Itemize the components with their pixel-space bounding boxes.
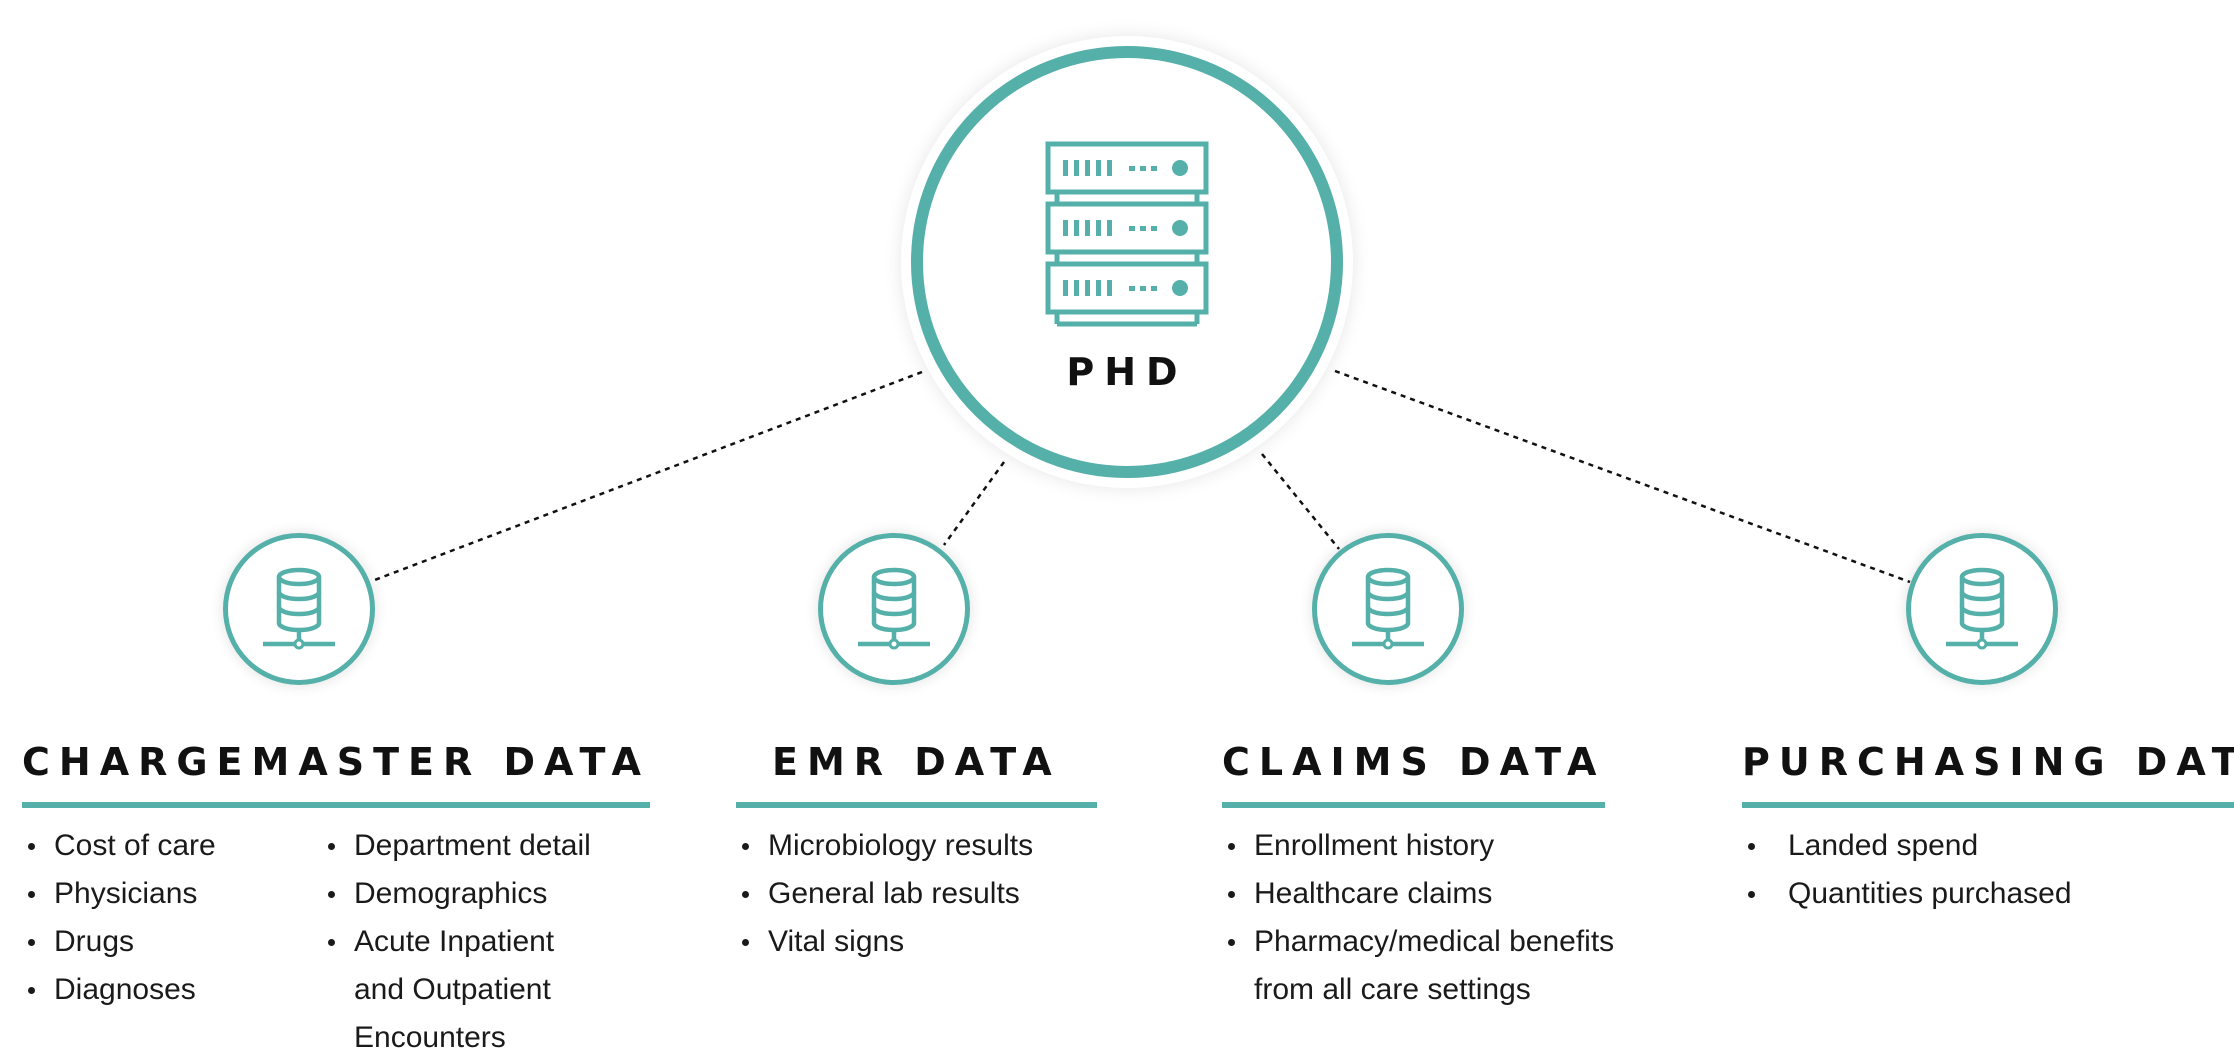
list-item: Diagnoses	[22, 966, 322, 1014]
section-title: PURCHASING DATA	[1742, 740, 2234, 808]
list-item: Pharmacy/medical benefits from all care …	[1222, 918, 1634, 1014]
list-item: Acute Inpatient and Outpatient Encounter…	[322, 918, 564, 1062]
claims-node	[1312, 533, 1464, 685]
connector-purchasing	[1334, 369, 1911, 584]
database-icon	[1946, 567, 2018, 650]
emr-section: EMR DATA Microbiology results General la…	[736, 740, 1097, 966]
purchasing-section: PURCHASING DATA Landed spend Quantities …	[1742, 740, 2234, 918]
list-item: Microbiology results	[736, 822, 1076, 870]
database-icon	[858, 567, 930, 650]
chargemaster-node	[223, 533, 375, 685]
phd-data-sources-diagram: PHD	[22, 36, 2234, 1054]
list-item: Cost of care	[22, 822, 322, 870]
database-icon	[263, 567, 335, 650]
list-item: Vital signs	[736, 918, 1076, 966]
list-item: General lab results	[736, 870, 1076, 918]
node-ring	[1906, 533, 2058, 685]
list-item: Drugs	[22, 918, 322, 966]
list-item: Department detail	[322, 822, 622, 870]
item-columns: Cost of care Physicians Drugs Diagnoses …	[22, 822, 650, 1062]
list-item: Healthcare claims	[1222, 870, 1662, 918]
chargemaster-section: CHARGEMASTER DATA Cost of care Physician…	[22, 740, 650, 1062]
section-title: CLAIMS DATA	[1222, 740, 1606, 808]
item-columns: Microbiology results General lab results…	[736, 822, 1097, 966]
item-list: Cost of care Physicians Drugs Diagnoses	[22, 822, 322, 1062]
claims-section: CLAIMS DATA Enrollment history Healthcar…	[1222, 740, 1662, 1014]
list-item: Physicians	[22, 870, 322, 918]
hub-label: PHD	[1066, 350, 1188, 394]
node-ring	[223, 533, 375, 685]
list-item: Quantities purchased	[1742, 870, 2182, 918]
connector-emr	[942, 461, 1006, 546]
list-item: Landed spend	[1742, 822, 2182, 870]
server-rack-icon	[1045, 141, 1209, 327]
item-columns: Enrollment history Healthcare claims Pha…	[1222, 822, 1662, 1014]
node-ring	[818, 533, 970, 685]
connector-claims	[1261, 453, 1340, 550]
item-list: Department detail Demographics Acute Inp…	[322, 822, 622, 1062]
connector-chargemaster	[371, 370, 923, 583]
purchasing-node	[1906, 533, 2058, 685]
database-icon	[1352, 567, 1424, 650]
item-list: Microbiology results General lab results…	[736, 822, 1076, 966]
section-title: EMR DATA	[736, 740, 1097, 808]
list-item: Demographics	[322, 870, 622, 918]
item-list: Enrollment history Healthcare claims Pha…	[1222, 822, 1662, 1014]
emr-node	[818, 533, 970, 685]
connector-lines	[371, 369, 1911, 584]
item-list: Landed spend Quantities purchased	[1742, 822, 2182, 918]
phd-hub: PHD	[901, 36, 1353, 488]
list-item: Enrollment history	[1222, 822, 1662, 870]
section-title: CHARGEMASTER DATA	[22, 740, 650, 808]
item-columns: Landed spend Quantities purchased	[1742, 822, 2234, 918]
node-ring	[1312, 533, 1464, 685]
